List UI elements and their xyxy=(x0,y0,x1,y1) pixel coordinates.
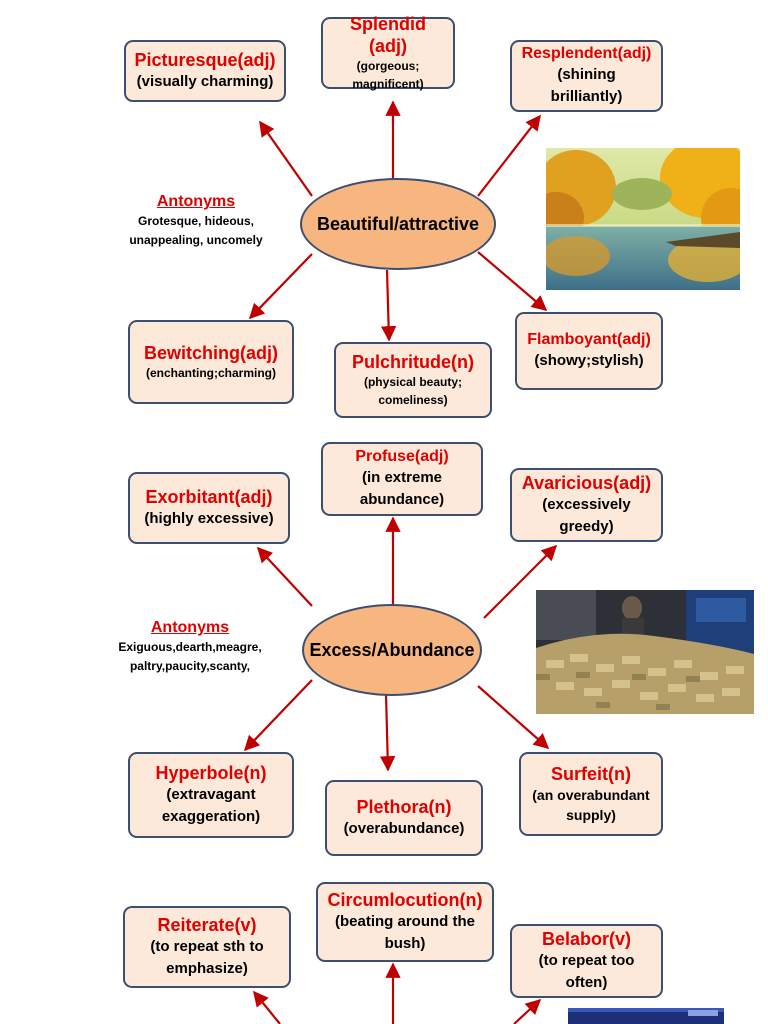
arrow-to-flamboyant xyxy=(477,251,548,311)
term-label: Pulchritude(n) xyxy=(352,352,474,372)
hub-excess-abundance: Excess/Abundance xyxy=(302,604,482,696)
antonyms-line: Grotesque, hideous, xyxy=(137,214,254,228)
definition-line: (shining xyxy=(557,66,616,83)
definition-label: (visually charming) xyxy=(136,73,274,90)
term-label: Exorbitant(adj) xyxy=(145,487,273,507)
definition-line: magnificent) xyxy=(352,77,424,91)
arrow-to-pulchritude xyxy=(380,269,397,342)
antonyms-block-excess: Antonyms Exiguous,dearth,meagre, paltry,… xyxy=(102,618,278,676)
definition-line: greedy) xyxy=(559,518,614,535)
term-label: Plethora(n) xyxy=(356,797,452,817)
reiterate-box: Reiterate(v) (to repeat sth to emphasize… xyxy=(123,906,291,988)
splendid-box: Splendid (adj) (gorgeous; magnificent) xyxy=(321,14,455,91)
definition-line: often) xyxy=(565,974,608,991)
arrow-to-resplendent xyxy=(477,114,541,197)
antonyms-line: paltry,paucity,scanty, xyxy=(129,659,251,673)
arrow-to-exorbitant xyxy=(256,546,313,607)
arrow-to-avaricious xyxy=(483,544,558,619)
autumn-lake-photo xyxy=(546,148,740,290)
term-label: Bewitching(adj) xyxy=(144,343,278,363)
arrow-to-hyperbole xyxy=(243,679,313,752)
term-label: Picturesque(adj) xyxy=(134,50,276,70)
definition-label: (enchanting;charming) xyxy=(145,366,276,380)
definition-line: abundance) xyxy=(359,491,445,508)
pulchritude-box: Pulchritude(n) (physical beauty; comelin… xyxy=(334,342,492,418)
hub-beautiful-attractive: Beautiful/attractive xyxy=(300,178,496,270)
definition-line: bush) xyxy=(384,935,426,952)
antonyms-line: Exiguous,dearth,meagre, xyxy=(118,640,262,654)
term-label: Reiterate(v) xyxy=(157,915,257,935)
flamboyant-box: Flamboyant(adj) (showy;stylish) xyxy=(515,312,663,390)
definition-line: brilliantly) xyxy=(550,88,623,105)
definition-line: (gorgeous; xyxy=(356,59,420,73)
arrow-to-picturesque xyxy=(259,120,313,197)
term-label: Splendid (adj) xyxy=(350,14,426,56)
definition-line: exaggeration) xyxy=(161,808,261,825)
definition-label: (highly excessive) xyxy=(144,510,274,527)
definition-line: (in extreme xyxy=(361,469,443,486)
definition-line: (to repeat sth to xyxy=(150,938,264,955)
antonyms-title: Antonyms xyxy=(156,193,236,210)
avaricious-box: Avaricious(adj) (excessively greedy) xyxy=(510,468,663,542)
term-label: Flamboyant(adj) xyxy=(527,331,651,348)
definition-line: (to repeat too xyxy=(538,952,635,969)
term-label: Profuse(adj) xyxy=(355,448,449,465)
term-label: Surfeit(n) xyxy=(551,764,631,784)
surfeit-box: Surfeit(n) (an overabundant supply) xyxy=(519,752,663,836)
resplendent-box: Resplendent(adj) (shining brilliantly) xyxy=(510,40,663,112)
antonyms-title: Antonyms xyxy=(150,619,230,636)
partial-photo-bottom xyxy=(568,1008,724,1024)
picturesque-box: Picturesque(adj) (visually charming) xyxy=(124,40,286,102)
term-label: Resplendent(adj) xyxy=(521,45,652,62)
definition-line: (excessively xyxy=(542,496,631,513)
arrow-to-bewitching xyxy=(248,253,313,320)
arrow-to-belabor xyxy=(513,998,542,1024)
definition-label: (overabundance) xyxy=(343,820,465,837)
exorbitant-box: Exorbitant(adj) (highly excessive) xyxy=(128,472,290,544)
term-label: Avaricious(adj) xyxy=(521,473,652,493)
definition-line: emphasize) xyxy=(166,960,248,977)
term-label: Hyperbole(n) xyxy=(155,763,267,783)
arrow-to-plethora xyxy=(379,693,396,772)
bewitching-box: Bewitching(adj) (enchanting;charming) xyxy=(128,320,294,404)
definition-line: comeliness) xyxy=(378,393,448,407)
profuse-box: Profuse(adj) (in extreme abundance) xyxy=(321,442,483,516)
definition-label: (showy;stylish) xyxy=(534,352,644,369)
arrow-to-surfeit xyxy=(477,685,550,750)
term-label: Circumlocution(n) xyxy=(327,890,483,910)
arrow-to-reiterate xyxy=(253,990,281,1024)
hyperbole-box: Hyperbole(n) (extravagant exaggeration) xyxy=(128,752,294,838)
belabor-box: Belabor(v) (to repeat too often) xyxy=(510,924,663,998)
definition-line: supply) xyxy=(566,807,616,823)
money-pile-photo xyxy=(536,590,754,714)
definition-line: (beating around the xyxy=(335,913,475,930)
plethora-box: Plethora(n) (overabundance) xyxy=(325,780,483,856)
term-label: Belabor(v) xyxy=(541,929,631,949)
definition-line: (physical beauty; xyxy=(363,375,463,389)
definition-line: (an overabundant xyxy=(532,787,650,803)
circumlocution-box: Circumlocution(n) (beating around the bu… xyxy=(316,882,494,962)
antonyms-block-beauty: Antonyms Grotesque, hideous, unappealing… xyxy=(108,192,284,250)
antonyms-line: unappealing, uncomely xyxy=(129,233,263,247)
definition-line: (extravagant xyxy=(166,786,256,803)
